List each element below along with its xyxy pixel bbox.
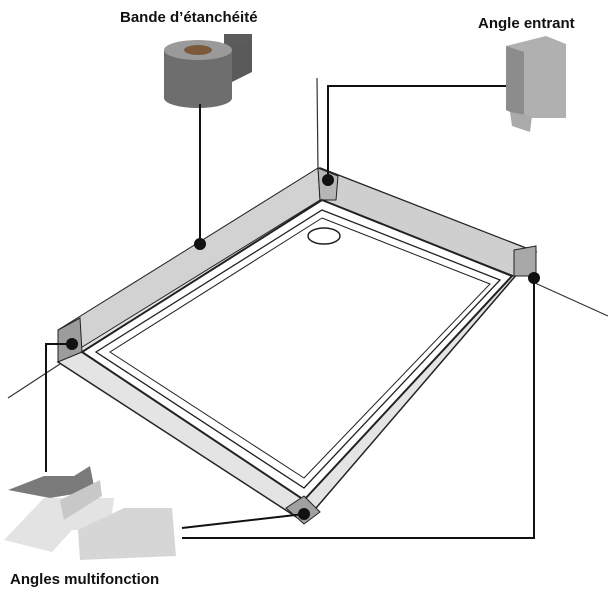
callout-dot-top-corner bbox=[322, 174, 334, 186]
callout-lines bbox=[45, 85, 535, 539]
label-multifunction-corners: Angles multifonction bbox=[10, 571, 159, 588]
label-waterproof-tape: Bande d’étanchéité bbox=[120, 9, 258, 26]
callout-line-front bbox=[181, 513, 305, 529]
callout-line-inside-corner bbox=[327, 85, 506, 180]
label-inside-corner: Angle entrant bbox=[478, 15, 575, 32]
callout-line-left bbox=[45, 343, 72, 472]
callout-line-bottom bbox=[182, 278, 535, 539]
wall-lines bbox=[7, 77, 609, 399]
shower-tray-inner bbox=[94, 209, 502, 489]
callout-dot-right-corner bbox=[528, 272, 540, 284]
multifunction-corner-icon bbox=[4, 466, 176, 560]
callout-dot-left-corner bbox=[66, 338, 78, 350]
callout-dots bbox=[66, 174, 540, 520]
tape-roll-icon bbox=[164, 34, 252, 108]
inside-corner-icon bbox=[506, 36, 566, 132]
shower-tray-basin bbox=[109, 217, 491, 479]
drain-hole bbox=[307, 227, 341, 245]
corner-patch-right bbox=[513, 245, 537, 277]
callout-dot-front-corner bbox=[298, 508, 310, 520]
callout-dot-tape bbox=[194, 238, 206, 250]
